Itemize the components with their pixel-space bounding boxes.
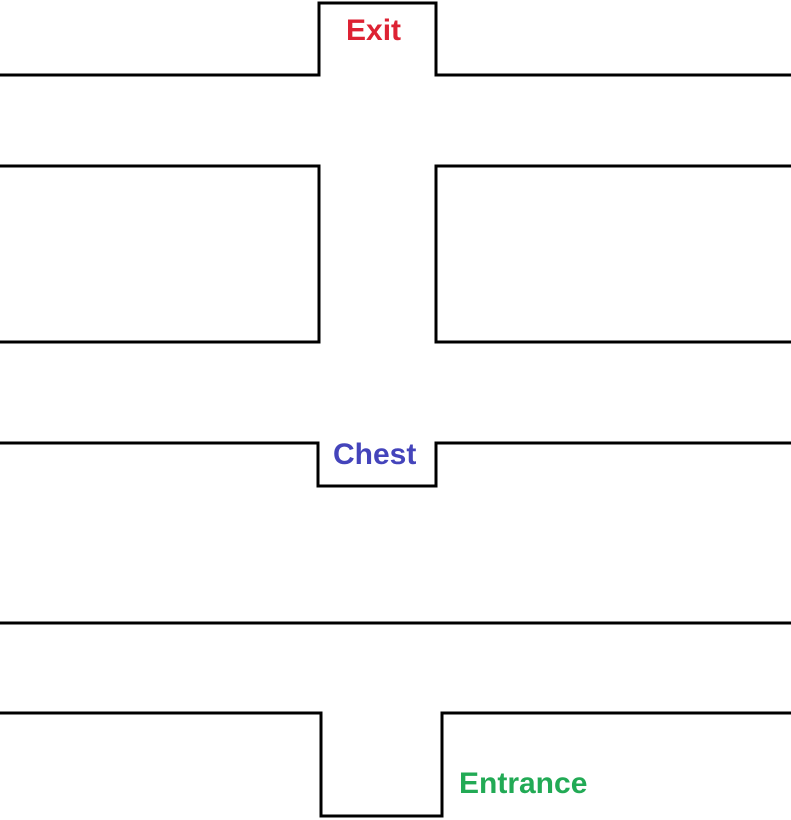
bottom-wall-with-entrance-alcove	[0, 711, 791, 818]
exit-label: Exit	[346, 14, 402, 47]
middle-wall-with-chest-alcove	[0, 441, 791, 488]
chest-label: Chest	[333, 438, 417, 471]
left-room-wall	[0, 164, 321, 344]
right-room-wall	[434, 164, 791, 344]
entrance-label: Entrance	[459, 767, 588, 800]
top-wall-with-exit-alcove	[0, 1, 791, 77]
